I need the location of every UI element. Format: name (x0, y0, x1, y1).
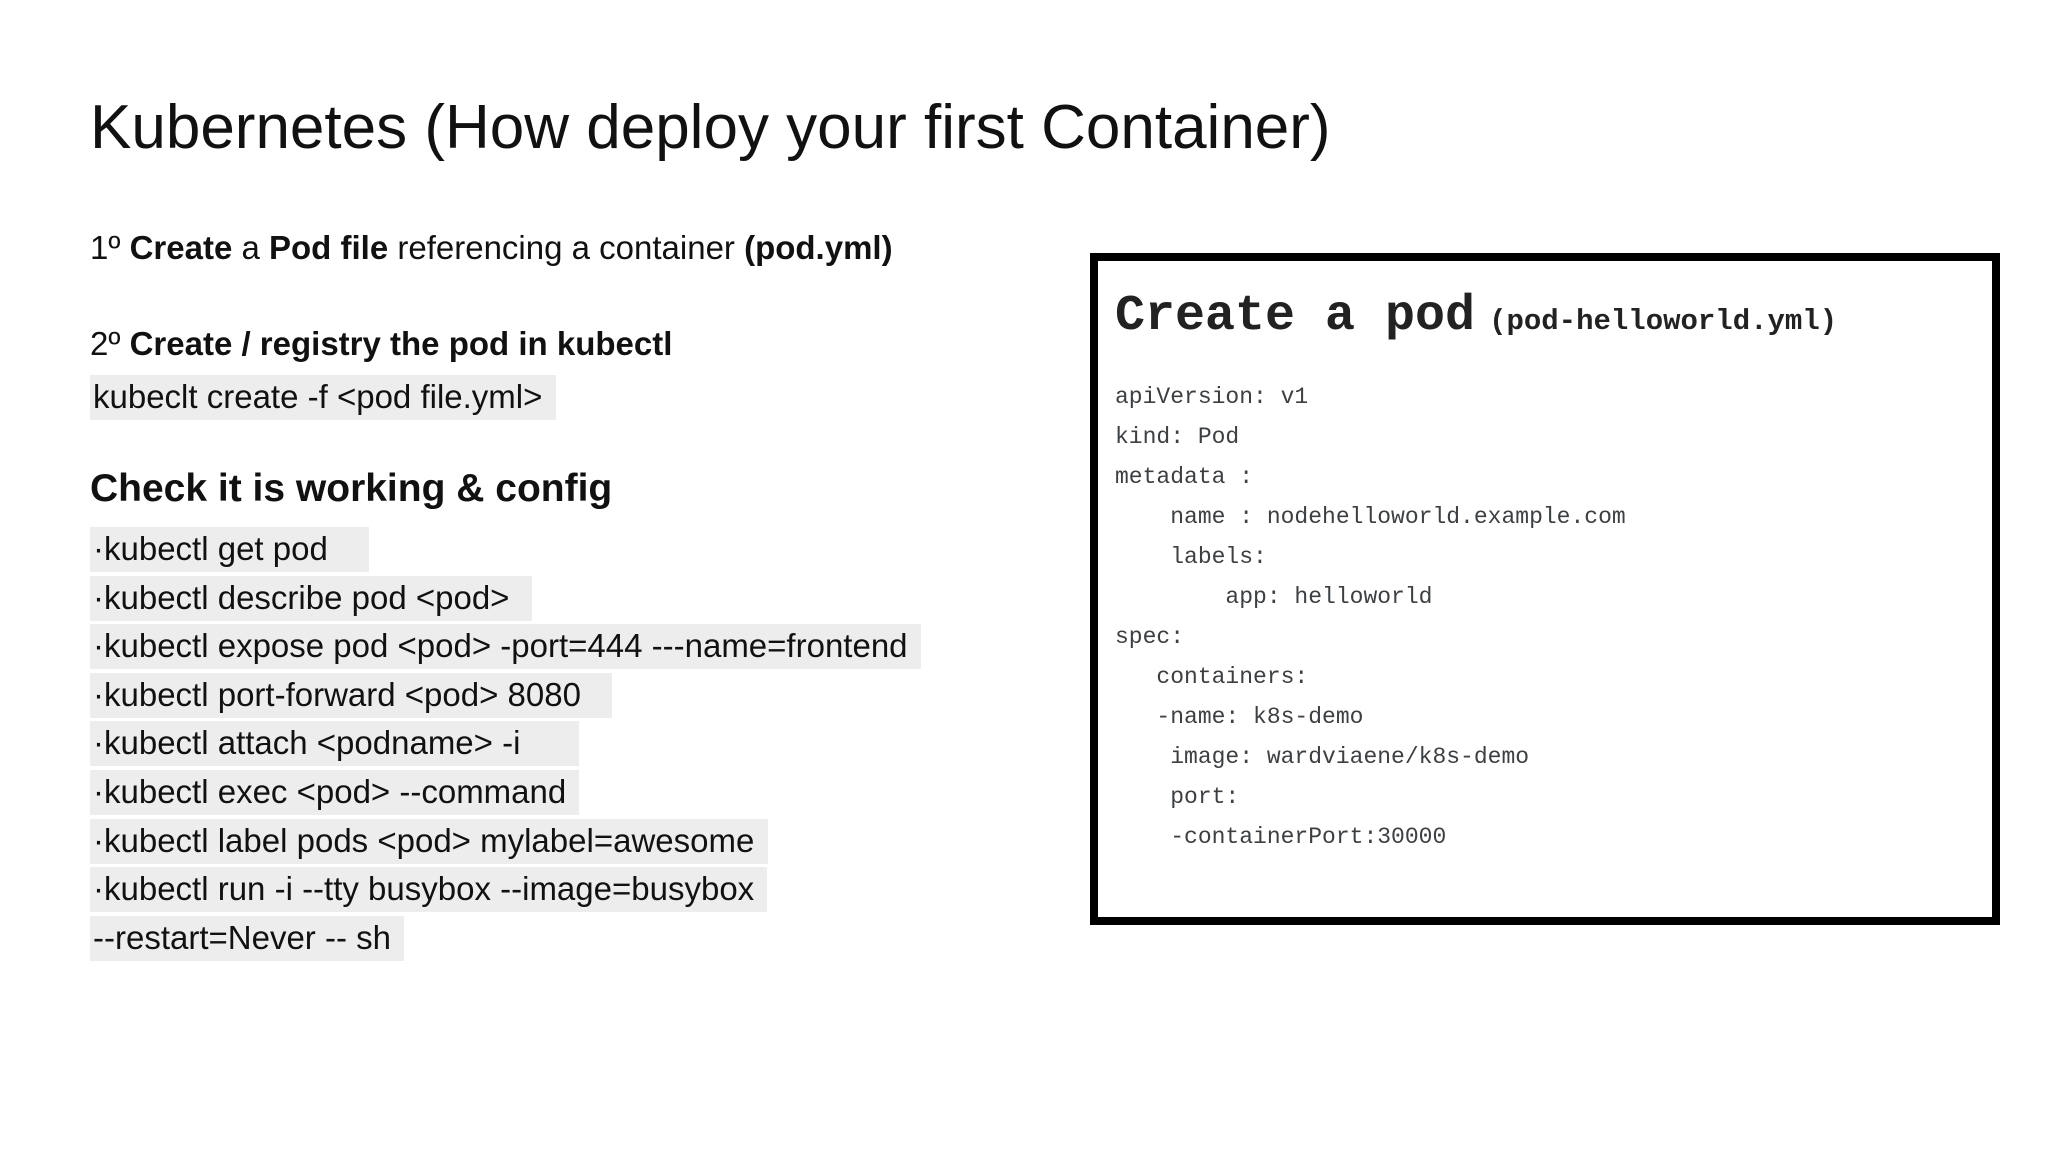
command-line: ·kubectl attach <podname> -i (90, 719, 1105, 768)
code-line: app: helloworld (1115, 584, 1433, 610)
command-text: ·kubectl label pods <pod> mylabel=awesom… (90, 818, 768, 864)
step-1-bold-filename: (pod.yml) (744, 229, 893, 266)
code-line: apiVersion: v1 (1115, 384, 1309, 410)
code-line: spec: (1115, 624, 1185, 650)
code-line: name : nodehelloworld.example.com (1115, 504, 1626, 530)
command-line: ·kubectl port-forward <pod> 8080 (90, 671, 1105, 720)
command-line: ·kubectl label pods <pod> mylabel=awesom… (90, 817, 1105, 866)
code-line: -containerPort:30000 (1115, 824, 1447, 850)
command-text: ·kubectl describe pod <pod> (90, 575, 532, 621)
command-text: ·kubectl run -i --tty busybox --image=bu… (90, 867, 768, 913)
step-1-bold-create: Create (129, 229, 233, 266)
code-line: kind: Pod (1115, 424, 1240, 450)
command-line: ·kubectl exec <pod> --command (90, 768, 1105, 817)
code-panel-title-text: Create a pod (1115, 288, 1476, 345)
step-2-number: 2º (90, 325, 130, 362)
step-1-text2: referencing a container (388, 229, 745, 266)
code-lines: apiVersion: v1 kind: Pod metadata : name :… (1115, 377, 1982, 857)
code-panel: Create a pod (pod-helloworld.yml) apiVers… (1090, 253, 2000, 925)
command-text: ·kubectl attach <podname> -i (90, 721, 580, 767)
left-column: 1º Create a Pod file referencing a conta… (90, 226, 1105, 962)
code-line: image: wardviaene/k8s-demo (1115, 744, 1530, 770)
step-1-text: a (232, 229, 270, 266)
command-text: ·kubectl get pod (90, 527, 369, 572)
step-2: 2º Create / registry the pod in kubectl (90, 322, 1105, 366)
code-line: metadata : (1115, 464, 1254, 490)
slide-title: Kubernetes (How deploy your first Contai… (90, 93, 1331, 162)
step-1-bold-podfile: Pod file (269, 229, 389, 266)
command-text: ·kubectl exec <pod> --command (90, 769, 580, 815)
create-command-line: kubeclt create -f <pod file.yml> (90, 372, 1105, 421)
command-text: ·kubectl expose pod <pod> -port=444 ---n… (90, 624, 921, 670)
code-line: -name: k8s-demo (1115, 704, 1364, 730)
code-line: labels: (1115, 544, 1267, 570)
command-line: ·kubectl get pod (90, 525, 1105, 574)
code-panel-filename: (pod-helloworld.yml) (1489, 305, 1838, 338)
code-line: containers: (1115, 664, 1309, 690)
code-line: port: (1115, 784, 1240, 810)
section-heading: Check it is working & config (90, 467, 613, 510)
command-line: ·kubectl expose pod <pod> -port=444 ---n… (90, 622, 1105, 671)
command-text: ·kubectl port-forward <pod> 8080 (90, 672, 613, 718)
command-text: --restart=Never -- sh (90, 915, 405, 961)
command-line: --restart=Never -- sh (90, 914, 1105, 963)
command-line: ·kubectl describe pod <pod> (90, 574, 1105, 623)
create-command-text: kubeclt create -f <pod file.yml> (90, 375, 556, 420)
step-1-number: 1º (90, 229, 130, 266)
command-line: ·kubectl run -i --tty busybox --image=bu… (90, 865, 1105, 914)
step-2-bold: Create / registry the pod in kubectl (129, 325, 673, 362)
code-panel-title: Create a pod (pod-helloworld.yml) (1115, 289, 1982, 353)
step-1: 1º Create a Pod file referencing a conta… (90, 226, 1105, 270)
command-list: ·kubectl get pod ·kubectl describe pod <… (90, 525, 1105, 962)
